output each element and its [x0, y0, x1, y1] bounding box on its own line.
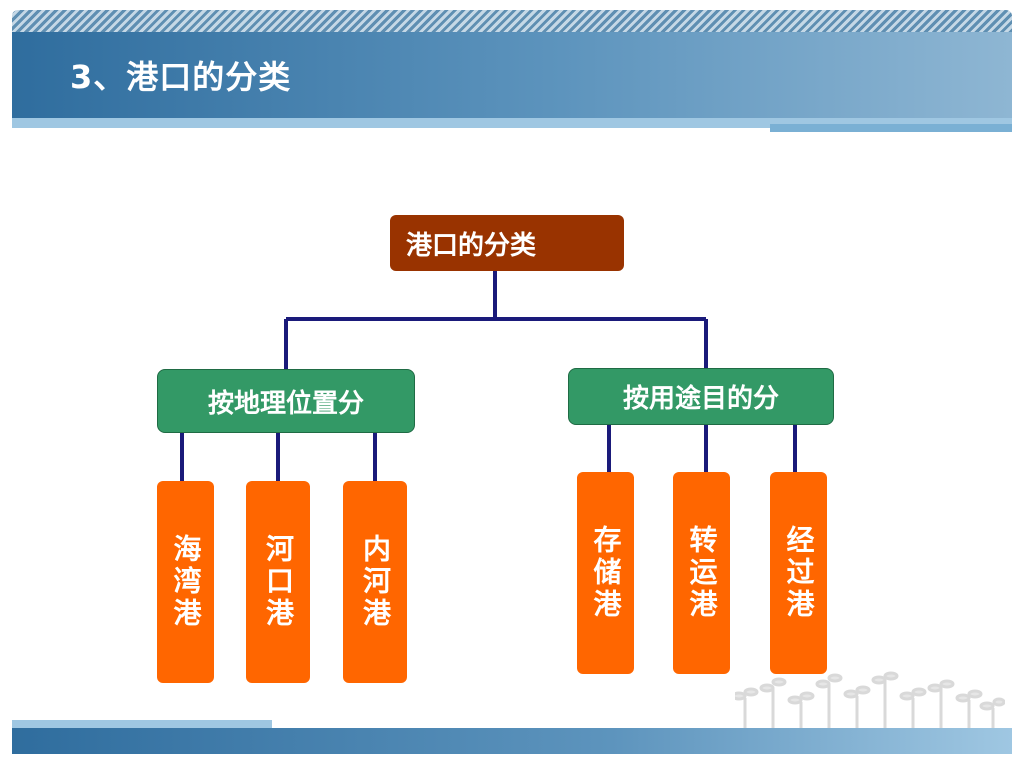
leaf-node-transfer-port: 转运港	[673, 472, 730, 674]
title-underline-accent	[770, 124, 1012, 132]
slide-title: 3、港口的分类	[70, 58, 292, 96]
leaf-node-transit-port: 经过港	[770, 472, 827, 674]
category-node-purpose: 按用途目的分	[568, 368, 834, 425]
leaf-node-storage-port: 存储港	[577, 472, 634, 674]
leaf-node-bay-port: 海湾港	[157, 481, 214, 683]
category-node-geographic: 按地理位置分	[157, 369, 415, 433]
leaf-node-inland-port: 内河港	[343, 481, 407, 683]
title-underline	[12, 118, 1012, 128]
footer-accent-line	[12, 720, 272, 728]
footer-bar	[12, 728, 1012, 754]
root-node: 港口的分类	[390, 215, 624, 271]
leaf-node-estuary-port: 河口港	[246, 481, 310, 683]
top-stripe-band	[12, 10, 1012, 32]
title-bar	[12, 32, 1012, 118]
